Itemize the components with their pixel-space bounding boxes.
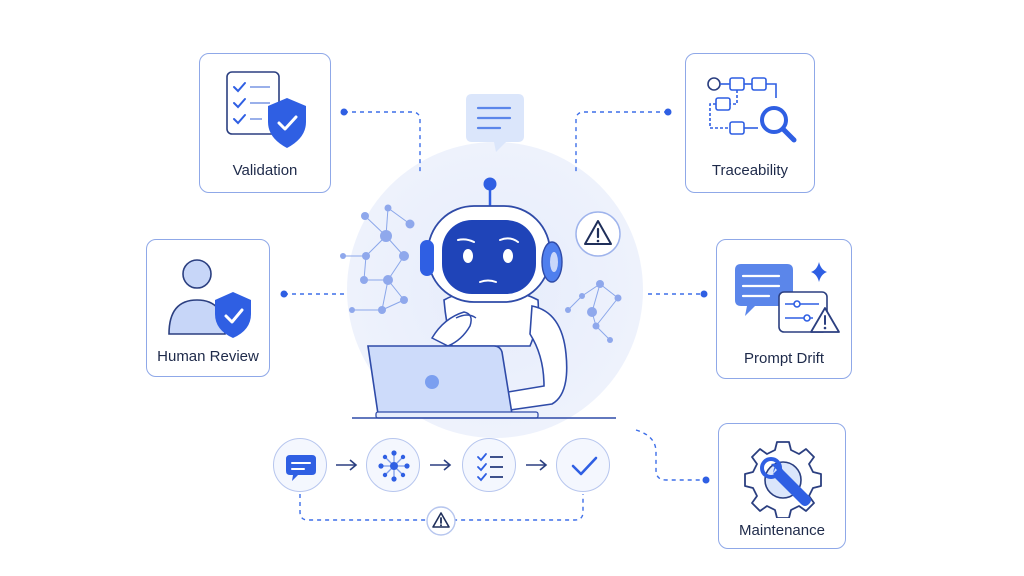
traceability-label: Traceability — [711, 162, 789, 179]
robot-figure — [420, 177, 568, 411]
check-icon — [571, 456, 598, 476]
prompt-drift-card: Prompt Drift — [716, 239, 852, 379]
arrow-right-icon — [336, 459, 358, 471]
validation-card: Validation — [199, 53, 331, 193]
warning-icon — [426, 506, 456, 536]
prompt-drift-label: Prompt Drift — [743, 350, 824, 367]
arrow-right-icon — [526, 459, 548, 471]
maintenance-label: Maintenance — [739, 522, 825, 539]
flow-step-network — [366, 438, 420, 492]
traceability-card: Traceability — [685, 53, 815, 193]
warning-icon — [575, 211, 621, 257]
speech-bubble-icon — [466, 94, 524, 152]
chat-icon — [286, 455, 316, 481]
maintenance-card: Maintenance — [718, 423, 846, 549]
checklist-icon — [477, 453, 503, 482]
person-shield-icon — [168, 259, 251, 338]
flow-loop — [299, 494, 584, 521]
network-icon — [378, 450, 410, 482]
laptop-illustration — [352, 345, 616, 419]
connector-maintenance — [635, 429, 706, 481]
validation-label: Validation — [232, 162, 298, 179]
human-review-card: Human Review — [146, 239, 270, 377]
human-review-label: Human Review — [157, 348, 259, 365]
checklist-shield-icon — [226, 71, 306, 148]
connector-validation — [344, 111, 421, 172]
flow-step-chat — [273, 438, 327, 492]
connector-traceability — [575, 111, 668, 172]
chat-sliders-warning-icon — [735, 262, 840, 333]
flow-step-check — [556, 438, 610, 492]
gear-wrench-icon — [744, 441, 822, 518]
arrow-right-icon — [430, 459, 452, 471]
flow-step-checklist — [462, 438, 516, 492]
flow-magnifier-icon — [707, 77, 797, 143]
